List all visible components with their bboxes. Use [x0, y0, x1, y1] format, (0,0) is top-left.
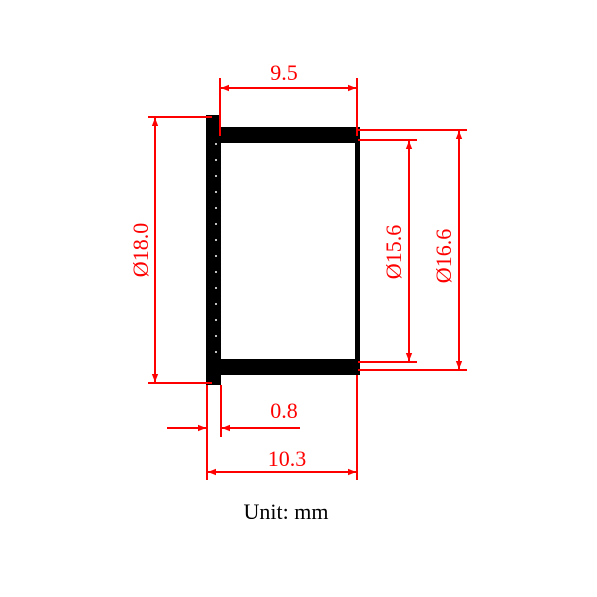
flange [206, 115, 221, 385]
label-length-total: 10.3 [268, 446, 307, 471]
flange-texture [215, 143, 217, 353]
label-flange-thickness: 0.8 [270, 398, 298, 423]
label-flange-diameter: Ø18.0 [128, 223, 153, 277]
bottom-wall [220, 359, 360, 375]
label-outer-diameter: Ø16.6 [431, 229, 456, 283]
label-length-top: 9.5 [270, 60, 298, 85]
dimension-lines [148, 78, 467, 480]
bushing-part [206, 115, 360, 385]
top-wall [220, 127, 360, 143]
right-end-line [355, 140, 360, 361]
dimension-labels: 9.5 0.8 10.3 Ø18.0 Ø15.6 Ø16.6 [128, 60, 456, 471]
label-inner-diameter: Ø15.6 [381, 225, 406, 279]
unit-label: Unit: mm [244, 499, 329, 524]
